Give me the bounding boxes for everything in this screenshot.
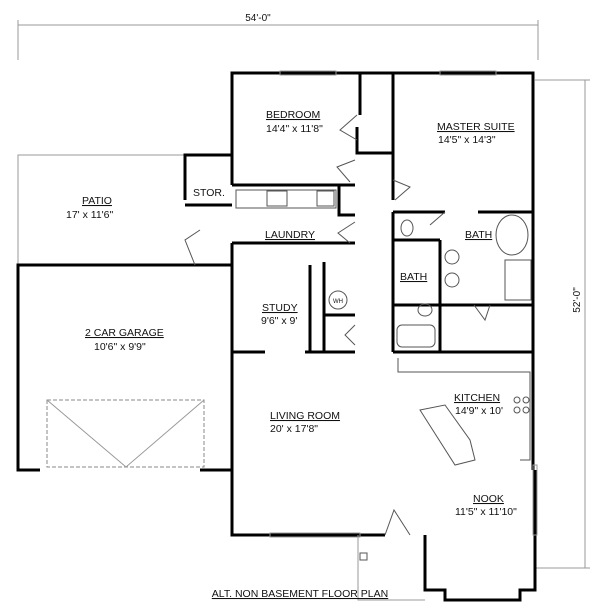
room-name: NOOK: [473, 493, 504, 505]
toilet-icon: [400, 219, 414, 237]
room-name: KITCHEN: [454, 392, 500, 404]
room-storage: STOR.: [193, 187, 225, 199]
entry-porch: [357, 508, 425, 601]
room-name: BATH: [465, 229, 492, 241]
water-heater-label: WH: [333, 299, 343, 305]
room-name: STUDY: [262, 302, 298, 314]
kitchen-island: [419, 404, 476, 466]
exterior-walls: [230, 70, 538, 602]
room-laundry: LAUNDRY: [265, 229, 315, 241]
sink: [444, 249, 460, 265]
room-name: PATIO: [82, 195, 112, 207]
room-size: 20' x 17'8": [270, 423, 318, 435]
width-dimension-label: 54'-0": [245, 13, 271, 24]
room-name: STOR.: [193, 187, 225, 199]
room-hall-bath: BATH: [400, 271, 427, 283]
sink: [444, 272, 460, 288]
room-size: 14'9" x 10': [455, 405, 503, 417]
width-dimension: 54'-0": [17, 13, 539, 60]
water-heater: [328, 290, 348, 310]
washer: [316, 190, 335, 207]
room-living-room: LIVING ROOM 20' x 17'8": [270, 410, 340, 435]
patio: [17, 154, 185, 265]
interior-walls: [230, 73, 533, 354]
room-study: STUDY 9'6" x 9': [261, 302, 298, 327]
room-name: LAUNDRY: [265, 229, 315, 241]
laundry-sink: [266, 190, 288, 207]
room-name: MASTER SUITE: [437, 121, 515, 133]
room-size: 14'4" x 11'8": [266, 123, 323, 135]
room-size: 17' x 11'6": [66, 209, 114, 221]
garage: [16, 263, 234, 472]
room-name: 2 CAR GARAGE: [85, 327, 164, 339]
toilet-icon: [417, 303, 433, 317]
shower: [504, 259, 532, 301]
room-name: BEDROOM: [266, 109, 320, 121]
room-name: LIVING ROOM: [270, 410, 340, 422]
room-bedroom: BEDROOM 14'4" x 11'8": [266, 109, 323, 135]
room-size: 9'6" x 9': [261, 315, 297, 327]
room-patio: PATIO 17' x 11'6": [66, 195, 114, 221]
room-size: 10'6" x 9'9": [94, 341, 146, 353]
depth-dimension: 52'-0": [535, 79, 590, 569]
depth-dimension-label: 52'-0": [572, 287, 583, 313]
room-nook: NOOK 11'5" x 11'10": [455, 493, 517, 518]
room-name: BATH: [400, 271, 427, 283]
room-size: 11'5" x 11'10": [455, 506, 517, 518]
hall-bathtub: [396, 324, 436, 348]
garage-door: [46, 399, 205, 468]
fixtures: WH: [235, 189, 532, 466]
room-master-bath: BATH: [465, 229, 492, 241]
room-size: 14'5" x 14'3": [438, 134, 496, 146]
room-kitchen: KITCHEN 14'9" x 10': [454, 392, 503, 417]
doors: [184, 114, 491, 346]
room-master-suite: MASTER SUITE 14'5" x 14'3": [437, 121, 515, 146]
plan-title: ALT. NON BASEMENT FLOOR PLAN: [212, 588, 388, 600]
storage: [183, 153, 232, 207]
room-garage: 2 CAR GARAGE 10'6" x 9'9": [85, 327, 164, 353]
laundry-counter: [235, 189, 337, 209]
bathtub: [495, 214, 529, 256]
